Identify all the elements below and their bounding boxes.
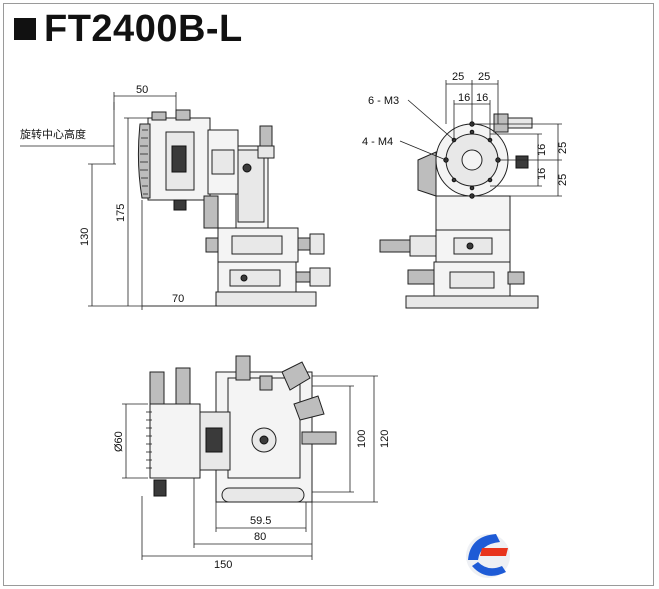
side-lower-mic-body bbox=[295, 271, 311, 283]
top-knob-c bbox=[153, 479, 167, 497]
side-gonio-ticks bbox=[140, 129, 148, 195]
side-mid-stage-slide bbox=[231, 235, 283, 255]
front-rotary-body bbox=[435, 195, 511, 231]
front-dim-16-right: 16 bbox=[476, 92, 488, 104]
title-square-icon bbox=[14, 18, 36, 40]
side-top-knob-a bbox=[151, 111, 167, 121]
top-mic-c bbox=[281, 361, 311, 391]
side-top-mic-body bbox=[259, 125, 273, 149]
front-lower-left-mic bbox=[407, 269, 435, 285]
dim-150-label: 150 bbox=[214, 559, 232, 571]
title-text: FT2400B-L bbox=[44, 7, 243, 50]
top-knob-a bbox=[149, 371, 165, 405]
side-lower-mic-knob bbox=[309, 267, 331, 287]
drawing-frame bbox=[3, 3, 654, 586]
front-view: 6 - M3 4 - M4 25 25 16 16 16 16 25 25 bbox=[362, 71, 569, 309]
front-mid-mic-collar bbox=[409, 235, 437, 257]
dim-80-label: 80 bbox=[254, 531, 266, 543]
front-dim-16-lower: 16 bbox=[536, 168, 548, 180]
dim-130-label: 130 bbox=[79, 228, 91, 246]
front-m4-leader bbox=[399, 140, 447, 161]
side-view: 50 旋转中心高度 175 130 70 bbox=[20, 84, 331, 310]
top-mic-b bbox=[259, 375, 273, 391]
dim-70-label: 70 bbox=[172, 293, 184, 305]
front-m3-label: 6 - M3 bbox=[368, 95, 399, 107]
side-mid-mic-body bbox=[297, 237, 311, 251]
dim-120-label: 120 bbox=[379, 430, 391, 448]
brand-logo-icon bbox=[466, 534, 510, 578]
dim-100-label: 100 bbox=[356, 430, 368, 448]
front-mid-screw bbox=[466, 242, 474, 250]
front-m4-label: 4 - M4 bbox=[362, 136, 393, 148]
front-center-hole bbox=[461, 149, 483, 171]
side-column-screw bbox=[242, 163, 252, 173]
front-side-adjuster bbox=[417, 151, 437, 197]
top-knob-b bbox=[175, 367, 191, 405]
side-column-face bbox=[237, 149, 265, 223]
dim-595-label: 59.5 bbox=[250, 515, 271, 527]
top-base-slot bbox=[221, 487, 305, 503]
front-side-knob bbox=[515, 155, 529, 169]
front-lower-mic bbox=[507, 271, 525, 285]
front-dim-16-left: 16 bbox=[458, 92, 470, 104]
side-base-plate bbox=[215, 291, 317, 307]
top-mic-d bbox=[293, 395, 325, 421]
front-m3-leader bbox=[407, 99, 455, 141]
top-rotation-clamp bbox=[205, 427, 223, 453]
center-height-note: 旋转中心高度 bbox=[20, 127, 86, 141]
top-gonio bbox=[149, 403, 201, 479]
top-mic-a bbox=[235, 355, 251, 381]
front-dim-25-upper: 25 bbox=[557, 142, 569, 154]
side-mid-left-knob bbox=[205, 237, 219, 253]
side-lower-screw bbox=[240, 274, 248, 282]
dim-175-label: 175 bbox=[115, 204, 127, 222]
page-title: FT2400B-L bbox=[14, 6, 243, 52]
front-dim-25-right: 25 bbox=[478, 71, 490, 83]
front-dim-25-left: 25 bbox=[452, 71, 464, 83]
dim-50-label: 50 bbox=[136, 84, 148, 96]
side-mid-mic-knob bbox=[309, 233, 325, 255]
side-lower-link bbox=[203, 195, 219, 229]
front-mid-mic-body bbox=[379, 239, 411, 253]
side-lower-stage-slide bbox=[229, 269, 281, 287]
side-top-mic-collar bbox=[257, 145, 275, 159]
front-base-plate bbox=[405, 295, 539, 309]
side-gonio-arc bbox=[137, 123, 151, 199]
front-dim-25-lower: 25 bbox=[557, 174, 569, 186]
side-bottom-knob bbox=[173, 199, 187, 211]
dim-dia-label: Ø60 bbox=[113, 431, 125, 452]
front-top-mic-barrel bbox=[507, 117, 533, 129]
side-gonio-clamp bbox=[171, 145, 187, 173]
front-top-mic-body bbox=[493, 113, 509, 133]
top-gonio-ticks bbox=[146, 411, 152, 469]
top-view: Ø60 100 120 59.5 80 150 bbox=[113, 355, 391, 571]
side-rotation-inset bbox=[211, 149, 235, 175]
front-dim-16-upper: 16 bbox=[536, 144, 548, 156]
front-lower-slide bbox=[449, 271, 495, 289]
side-top-knob-b bbox=[175, 109, 191, 121]
top-stage-center bbox=[259, 435, 269, 445]
top-mic-e bbox=[301, 431, 337, 445]
